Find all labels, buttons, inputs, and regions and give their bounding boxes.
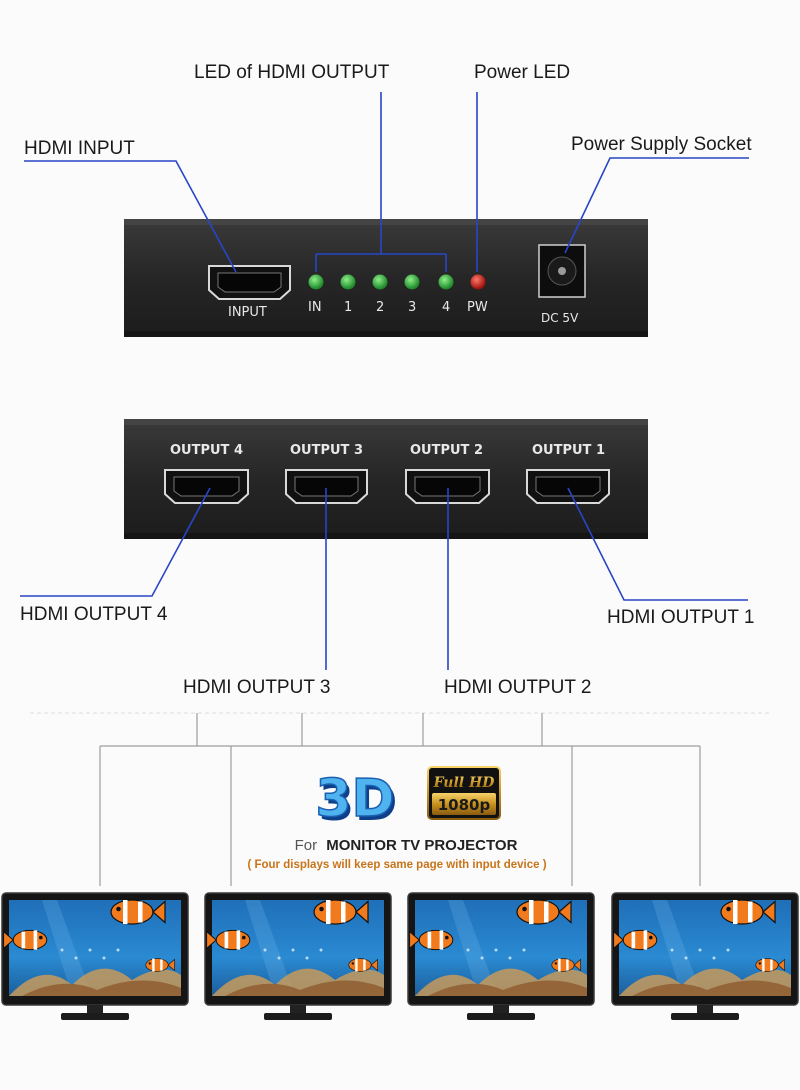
- full-hd-text: Full HD: [433, 775, 496, 791]
- hdmi-input-pointer: [24, 160, 237, 273]
- tv-monitor-icon: [407, 892, 595, 1020]
- tree-drops-top: [196, 713, 543, 746]
- output-1-port-icon: [526, 469, 610, 504]
- clownfish-icon: [755, 958, 785, 972]
- led-label-3: 3: [408, 300, 417, 315]
- back-device: [124, 419, 648, 539]
- front-device-top-edge: [124, 219, 648, 225]
- pointer-lines: [20, 92, 749, 670]
- caption-prefix: For: [295, 837, 318, 854]
- clownfish-icon: [110, 899, 166, 925]
- three-d-text: 3D: [315, 769, 394, 829]
- svg-text:3D: 3D: [318, 773, 397, 833]
- tree-drops-bottom: [99, 746, 701, 886]
- front-device-bottom-edge: [124, 331, 648, 337]
- tv-monitor-icon: [204, 892, 392, 1020]
- tv-monitor-icon: [1, 892, 189, 1020]
- clownfish-icon: [613, 929, 658, 951]
- hdmi-output-2-label: HDMI OUTPUT 2: [444, 677, 592, 698]
- full-hd-badge-icon: Full HD 1080p: [427, 766, 501, 820]
- clownfish-icon: [348, 958, 378, 972]
- back-device-top-edge: [124, 419, 648, 425]
- three-d-badge-icon: 3D 3D: [315, 768, 398, 833]
- distribution-tree: [30, 712, 770, 886]
- led-label-4: 4: [442, 300, 451, 315]
- led-output-pointer: [315, 92, 447, 272]
- output-4-port-label: OUTPUT 4: [170, 443, 243, 458]
- clownfish-icon: [313, 899, 369, 925]
- led-label-in: IN: [308, 300, 322, 315]
- led-label-2: 2: [376, 300, 385, 315]
- power-supply-socket-label: Power Supply Socket: [571, 134, 752, 155]
- led-2-icon: [372, 274, 388, 290]
- hdmi-output-3-label: HDMI OUTPUT 3: [183, 677, 331, 698]
- led-output-label: LED of HDMI OUTPUT: [194, 62, 390, 83]
- clownfish-icon: [720, 899, 776, 925]
- led-4-icon: [438, 274, 454, 290]
- clownfish-icon: [409, 929, 454, 951]
- back-device-bottom-edge: [124, 533, 648, 539]
- caption-sub: ( Four displays will keep same page with…: [247, 859, 546, 871]
- caption-line: For MONITOR TV PROJECTOR: [295, 837, 518, 854]
- monitor-row: [1, 892, 799, 1020]
- led-1-icon: [340, 274, 356, 290]
- output-2-port-icon: [405, 469, 490, 504]
- input-port-label: INPUT: [228, 305, 267, 320]
- back-device-body: [124, 419, 648, 539]
- led-3-icon: [404, 274, 420, 290]
- output-2-port-label: OUTPUT 2: [410, 443, 483, 458]
- hdmi-output-1-label: HDMI OUTPUT 1: [607, 607, 755, 628]
- output-3-port-label: OUTPUT 3: [290, 443, 363, 458]
- caption-main: MONITOR TV PROJECTOR: [326, 837, 517, 854]
- output-1-port-label: OUTPUT 1: [532, 443, 605, 458]
- hdmi-output-1-pointer: [567, 487, 748, 601]
- led-power-icon: [470, 274, 486, 290]
- clownfish-icon: [551, 958, 581, 972]
- output-4-port-icon: [164, 469, 249, 504]
- tv-monitor-icon: [611, 892, 799, 1020]
- led-label-1: 1: [344, 300, 353, 315]
- led-in-icon: [308, 274, 324, 290]
- resolution-text: 1080p: [438, 796, 491, 814]
- front-device: [124, 219, 648, 337]
- hdmi-output-4-label: HDMI OUTPUT 4: [20, 604, 168, 625]
- dc-socket-icon: [538, 244, 586, 298]
- dc-socket-label: DC 5V: [541, 311, 579, 325]
- power-socket-pointer: [564, 157, 749, 254]
- clownfish-icon: [3, 929, 48, 951]
- hdmi-input-port-icon: [208, 265, 291, 300]
- clownfish-icon: [206, 929, 251, 951]
- output-3-port-icon: [285, 469, 368, 504]
- power-led-label: Power LED: [474, 62, 571, 83]
- led-label-pw: PW: [467, 300, 488, 315]
- hdmi-input-label: HDMI INPUT: [24, 138, 135, 159]
- clownfish-icon: [145, 958, 175, 972]
- clownfish-icon: [516, 899, 572, 925]
- hdmi-output-4-pointer: [20, 487, 211, 597]
